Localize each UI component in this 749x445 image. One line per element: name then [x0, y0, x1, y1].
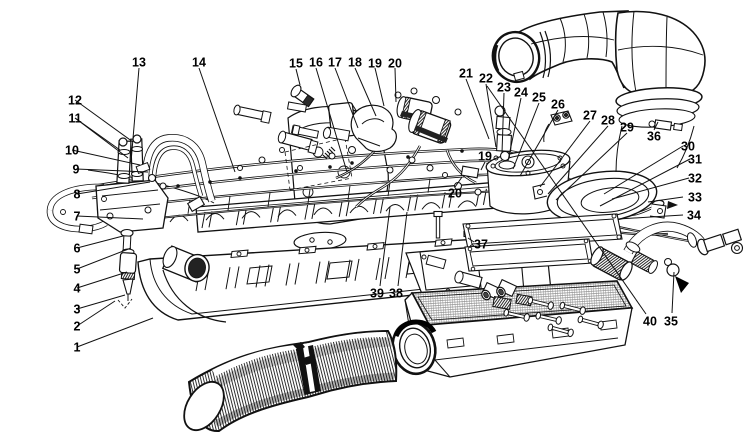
svg-text:25: 25 [532, 90, 546, 104]
svg-text:1: 1 [74, 340, 81, 354]
svg-text:13: 13 [132, 55, 146, 69]
svg-text:39: 39 [370, 286, 384, 300]
svg-text:11: 11 [68, 111, 81, 125]
svg-text:24: 24 [514, 85, 528, 99]
svg-text:27: 27 [583, 108, 597, 122]
svg-text:12: 12 [68, 93, 82, 107]
svg-text:28: 28 [601, 113, 615, 127]
svg-text:37: 37 [474, 237, 488, 251]
svg-text:19: 19 [368, 56, 382, 70]
svg-text:18: 18 [348, 55, 362, 69]
svg-text:17: 17 [328, 55, 342, 69]
svg-text:26: 26 [551, 97, 565, 111]
svg-text:34: 34 [687, 208, 701, 222]
svg-text:30: 30 [681, 139, 695, 153]
svg-text:7: 7 [74, 209, 81, 223]
svg-text:15: 15 [289, 56, 303, 70]
svg-text:21: 21 [459, 66, 473, 80]
svg-text:5: 5 [74, 262, 81, 276]
svg-text:4: 4 [74, 281, 81, 295]
svg-text:20: 20 [448, 186, 462, 200]
svg-text:22: 22 [479, 71, 493, 85]
svg-text:31: 31 [688, 152, 702, 166]
svg-text:32: 32 [688, 171, 702, 185]
svg-text:9: 9 [73, 162, 80, 176]
svg-text:3: 3 [74, 302, 81, 316]
svg-text:38: 38 [389, 286, 403, 300]
svg-text:29: 29 [620, 120, 634, 134]
svg-text:19: 19 [478, 149, 492, 163]
svg-text:20: 20 [388, 56, 402, 70]
svg-text:23: 23 [497, 80, 511, 94]
svg-text:16: 16 [309, 55, 323, 69]
svg-text:14: 14 [192, 55, 206, 69]
svg-text:8: 8 [74, 187, 81, 201]
svg-text:10: 10 [65, 143, 79, 157]
svg-text:2: 2 [74, 319, 81, 333]
svg-text:6: 6 [74, 241, 81, 255]
svg-text:40: 40 [643, 314, 657, 328]
svg-text:33: 33 [688, 190, 702, 204]
svg-text:36: 36 [647, 129, 661, 143]
svg-text:35: 35 [664, 314, 678, 328]
